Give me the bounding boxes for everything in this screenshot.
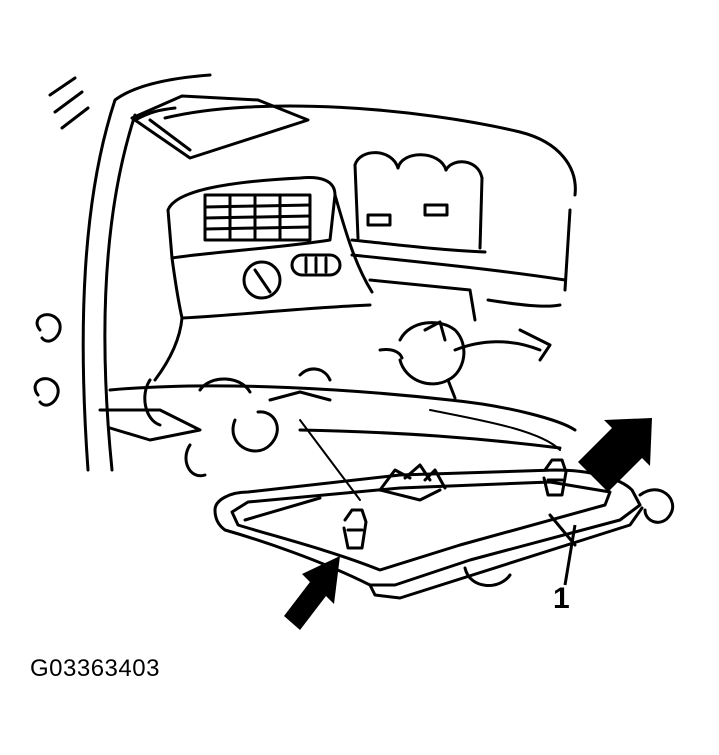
lower-panel: [213, 463, 675, 600]
control-knob: [242, 260, 282, 300]
figure-code: G03363403: [30, 655, 160, 682]
dashboard-top: [133, 104, 577, 197]
door-latch: [33, 313, 62, 407]
lower-dash-face: [170, 193, 374, 320]
defroster-vent: [130, 94, 310, 160]
instrument-cluster: [350, 151, 487, 254]
wiring-harness: [98, 316, 332, 478]
windshield-pillar: [48, 73, 212, 472]
callout-leader-line: [563, 524, 577, 586]
rocker-switch: [290, 253, 342, 277]
callout-label-1: 1: [553, 582, 570, 615]
retaining-clip-front: [342, 508, 368, 550]
dash-underside-edge: [108, 384, 577, 450]
retaining-clip-rear: [542, 458, 568, 497]
right-dash-section: [350, 208, 572, 322]
arrow-rear-clip: [578, 418, 652, 492]
arrow-front-clip: [284, 556, 340, 630]
center-air-vent: [166, 176, 337, 260]
steering-column-assembly: [378, 320, 552, 400]
alignment-lines: [299, 409, 561, 501]
